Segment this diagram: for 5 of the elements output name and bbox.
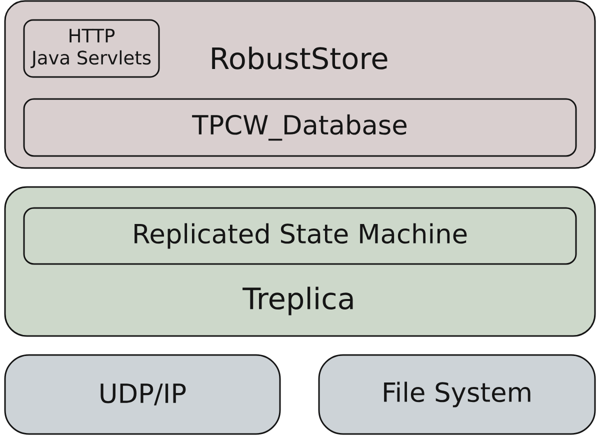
layer-box: UDP/IP [4, 354, 281, 435]
layer-box: File System [318, 354, 596, 435]
component-box: HTTP Java Servlets [23, 19, 160, 78]
component-box: TPCW_Database [23, 98, 577, 157]
component-box: Replicated State Machine [23, 207, 577, 265]
